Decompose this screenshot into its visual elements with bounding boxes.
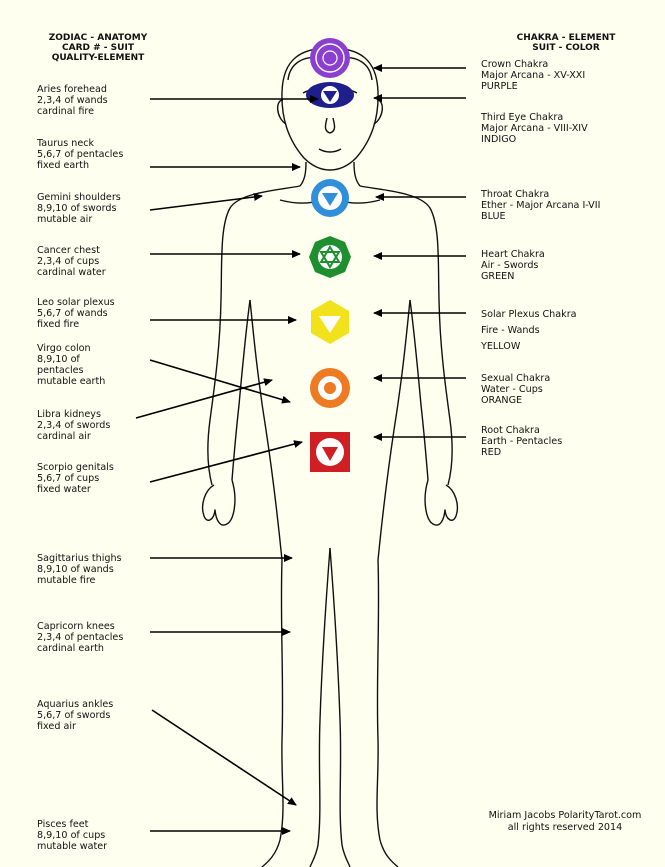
right-header-line: SUIT - COLOR [486, 43, 646, 53]
chakra-label-heart: Heart Chakra Air - Swords GREEN [481, 249, 545, 282]
label-line: Root Chakra [481, 425, 562, 436]
label-line: Taurus neck [37, 138, 123, 149]
label-line: Third Eye Chakra [481, 112, 588, 123]
label-line: Earth - Pentacles [481, 436, 562, 447]
label-line: 8,9,10 of [37, 354, 105, 365]
label-line: Libra kidneys [37, 409, 110, 420]
label-line: Solar Plexus Chakra [481, 307, 577, 323]
label-line: 8,9,10 of cups [37, 830, 107, 841]
label-line: fixed water [37, 484, 114, 495]
crown-chakra-icon [310, 38, 350, 78]
arrow-libra [136, 380, 272, 418]
zodiac-label-aquarius: Aquarius ankles 5,6,7 of swords fixed ai… [37, 699, 113, 732]
label-line: Water - Cups [481, 384, 550, 395]
label-line: fixed air [37, 721, 113, 732]
arrow-scorpio [150, 442, 302, 482]
throat-chakra-icon [311, 179, 349, 217]
label-line: Major Arcana - VIII-XIV [481, 123, 588, 134]
label-line: Fire - Wands [481, 323, 577, 339]
zodiac-label-scorpio: Scorpio genitals 5,6,7 of cups fixed wat… [37, 462, 114, 495]
label-line: INDIGO [481, 134, 588, 145]
label-line: fixed fire [37, 319, 115, 330]
label-line: Cancer chest [37, 245, 106, 256]
label-line: 8,9,10 of wands [37, 564, 122, 575]
zodiac-label-gemini: Gemini shoulders 8,9,10 of swords mutabl… [37, 192, 121, 225]
credit-text: Miriam Jacobs PolarityTarot.com all righ… [470, 810, 660, 834]
label-line: Heart Chakra [481, 249, 545, 260]
left-header-line: QUALITY-ELEMENT [18, 53, 178, 63]
zodiac-label-libra: Libra kidneys 2,3,4 of swords cardinal a… [37, 409, 110, 442]
label-line: YELLOW [481, 339, 577, 355]
label-line: GREEN [481, 271, 545, 282]
label-line: mutable water [37, 841, 107, 852]
label-line: Sexual Chakra [481, 373, 550, 384]
label-line: mutable fire [37, 575, 122, 586]
label-line: Capricorn knees [37, 621, 123, 632]
root-chakra-icon [310, 432, 350, 472]
zodiac-label-virgo: Virgo colon 8,9,10 of pentacles mutable … [37, 343, 105, 387]
chakra-label-third-eye: Third Eye Chakra Major Arcana - VIII-XIV… [481, 112, 588, 145]
label-line: mutable air [37, 214, 121, 225]
label-line: 2,3,4 of pentacles [37, 632, 123, 643]
right-header-line: CHAKRA - ELEMENT [486, 33, 646, 43]
left-header: ZODIAC - ANATOMY CARD # - SUIT QUALITY-E… [18, 33, 178, 63]
label-line: 2,3,4 of cups [37, 256, 106, 267]
label-line: Ether - Major Arcana I-VII [481, 200, 600, 211]
zodiac-label-sagittarius: Sagittarius thighs 8,9,10 of wands mutab… [37, 553, 122, 586]
label-line: BLUE [481, 211, 600, 222]
arrow-gemini [150, 196, 262, 210]
zodiac-label-cancer: Cancer chest 2,3,4 of cups cardinal wate… [37, 245, 106, 278]
label-line: 2,3,4 of wands [37, 95, 108, 106]
label-line: 5,6,7 of pentacles [37, 149, 123, 160]
chakra-label-crown: Crown Chakra Major Arcana - XV-XXI PURPL… [481, 59, 585, 92]
label-line: Air - Swords [481, 260, 545, 271]
label-line: RED [481, 447, 562, 458]
label-line: Aries forehead [37, 84, 108, 95]
heart-chakra-icon [309, 236, 351, 278]
left-header-line: CARD # - SUIT [18, 43, 178, 53]
label-line: Virgo colon [37, 343, 105, 354]
label-line: fixed earth [37, 160, 123, 171]
sexual-chakra-icon [310, 368, 350, 408]
chakra-label-root: Root Chakra Earth - Pentacles RED [481, 425, 562, 458]
zodiac-label-leo: Leo solar plexus 5,6,7 of wands fixed fi… [37, 297, 115, 330]
label-line: 5,6,7 of cups [37, 473, 114, 484]
label-line: 2,3,4 of swords [37, 420, 110, 431]
label-line: cardinal earth [37, 643, 123, 654]
label-line: Major Arcana - XV-XXI [481, 70, 585, 81]
label-line: cardinal fire [37, 106, 108, 117]
label-line: PURPLE [481, 81, 585, 92]
label-line: Leo solar plexus [37, 297, 115, 308]
label-line: Gemini shoulders [37, 192, 121, 203]
label-line: Throat Chakra [481, 189, 600, 200]
label-line: Scorpio genitals [37, 462, 114, 473]
right-header: CHAKRA - ELEMENT SUIT - COLOR [486, 33, 646, 53]
label-line: 5,6,7 of swords [37, 710, 113, 721]
chakra-label-throat: Throat Chakra Ether - Major Arcana I-VII… [481, 189, 600, 222]
label-line: Crown Chakra [481, 59, 585, 70]
chakra-label-sexual: Sexual Chakra Water - Cups ORANGE [481, 373, 550, 406]
zodiac-label-taurus: Taurus neck 5,6,7 of pentacles fixed ear… [37, 138, 123, 171]
credit-line: all rights reserved 2014 [470, 822, 660, 834]
zodiac-label-capricorn: Capricorn knees 2,3,4 of pentacles cardi… [37, 621, 123, 654]
label-line: cardinal air [37, 431, 110, 442]
label-line: Sagittarius thighs [37, 553, 122, 564]
credit-line: Miriam Jacobs PolarityTarot.com [470, 810, 660, 822]
solar-plexus-chakra-icon [311, 300, 349, 344]
label-line: 8,9,10 of swords [37, 203, 121, 214]
label-line: mutable earth [37, 376, 105, 387]
zodiac-label-pisces: Pisces feet 8,9,10 of cups mutable water [37, 819, 107, 852]
third-eye-chakra-icon [306, 82, 354, 108]
label-line: pentacles [37, 365, 105, 376]
label-line: 5,6,7 of wands [37, 308, 115, 319]
arrow-aquarius [152, 710, 296, 805]
left-header-line: ZODIAC - ANATOMY [18, 33, 178, 43]
label-line: Pisces feet [37, 819, 107, 830]
label-line: cardinal water [37, 267, 106, 278]
label-line: ORANGE [481, 395, 550, 406]
zodiac-label-aries: Aries forehead 2,3,4 of wands cardinal f… [37, 84, 108, 117]
label-line: Aquarius ankles [37, 699, 113, 710]
chakra-label-solar-plexus: Solar Plexus Chakra Fire - Wands YELLOW [481, 307, 577, 355]
